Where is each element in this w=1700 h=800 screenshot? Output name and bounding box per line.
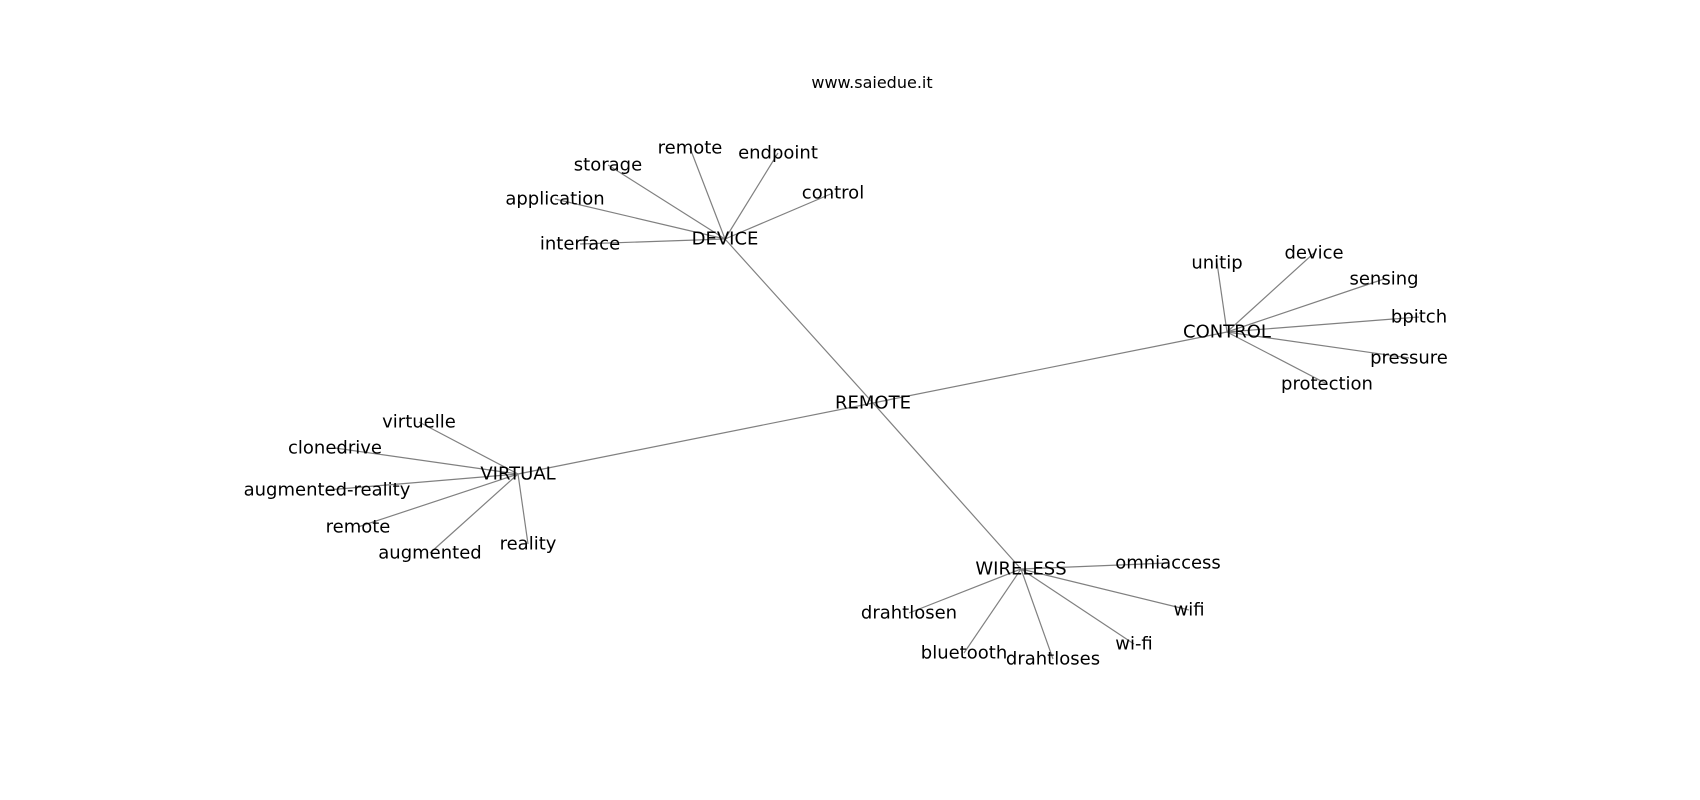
edge-wireless-drahtloses — [1020, 568, 1054, 660]
node-leaf-virtuelle: virtuelle — [382, 412, 456, 433]
node-hub-control: CONTROL — [1183, 322, 1271, 343]
node-hub-wireless: WIRELESS — [975, 559, 1066, 580]
node-leaf-interface: interface — [540, 234, 620, 255]
node-center-remote: REMOTE — [835, 393, 911, 414]
edge-control-sensing — [1226, 278, 1385, 333]
edges-layer — [326, 147, 1420, 660]
node-leaf-remote: remote — [326, 517, 391, 538]
edge-virtual-reality — [517, 473, 529, 545]
node-leaf-drahtlosen: drahtlosen — [861, 603, 957, 624]
node-leaf-wi-fi: wi-fi — [1115, 634, 1153, 655]
node-hub-device: DEVICE — [692, 229, 759, 250]
edge-virtual-augmented-reality — [326, 473, 519, 491]
node-leaf-application: application — [505, 189, 604, 210]
node-leaf-augmented-reality: augmented-reality — [244, 480, 411, 501]
node-leaf-augmented: augmented — [378, 543, 481, 564]
edge-center-control — [872, 331, 1228, 404]
edge-wireless-omniaccess — [1020, 562, 1169, 570]
node-leaf-clonedrive: clonedrive — [288, 438, 382, 459]
edge-control-protection — [1226, 331, 1328, 385]
node-leaf-storage: storage — [574, 155, 642, 176]
node-leaf-device: device — [1284, 243, 1343, 264]
edge-wireless-drahtlosen — [908, 568, 1022, 614]
node-leaf-control: control — [802, 183, 864, 204]
edge-virtual-remote — [357, 473, 519, 528]
node-hub-virtual: VIRTUAL — [480, 464, 555, 485]
node-leaf-remote: remote — [658, 138, 723, 159]
edge-device-control — [724, 192, 834, 240]
edge-wireless-bluetooth — [963, 568, 1022, 654]
edge-device-application — [554, 198, 726, 240]
node-leaf-wifi: wifi — [1173, 600, 1204, 621]
edge-control-unitip — [1216, 262, 1228, 333]
node-leaf-bluetooth: bluetooth — [921, 643, 1007, 664]
edge-device-endpoint — [724, 152, 779, 240]
edge-device-remote — [689, 147, 726, 240]
node-leaf-sensing: sensing — [1349, 269, 1418, 290]
edge-center-virtual — [517, 402, 874, 475]
node-leaf-omniaccess: omniaccess — [1115, 553, 1221, 574]
edge-device-interface — [579, 238, 726, 245]
node-leaf-protection: protection — [1281, 374, 1373, 395]
edge-virtual-augmented — [429, 473, 519, 554]
node-leaf-bpitch: bpitch — [1391, 307, 1447, 328]
edge-center-wireless — [872, 402, 1022, 570]
node-leaf-reality: reality — [500, 534, 557, 555]
edge-control-pressure — [1226, 331, 1410, 359]
site-title: www.saiedue.it — [811, 73, 932, 92]
edge-device-storage — [607, 164, 726, 240]
node-leaf-pressure: pressure — [1370, 348, 1448, 369]
edge-wireless-wi-fi — [1020, 568, 1135, 645]
node-leaf-endpoint: endpoint — [738, 143, 818, 164]
node-leaf-unitip: unitip — [1191, 253, 1242, 274]
node-leaf-drahtloses: drahtloses — [1006, 649, 1100, 670]
edge-virtual-clonedrive — [334, 447, 519, 475]
edge-center-device — [724, 238, 874, 404]
edge-control-device — [1226, 252, 1315, 333]
edge-wireless-wifi — [1020, 568, 1190, 611]
edge-control-bpitch — [1226, 316, 1420, 333]
labels-layer: REMOTE DEVICE interface application storage r… — [244, 138, 1448, 670]
edge-virtual-virtuelle — [418, 421, 519, 475]
